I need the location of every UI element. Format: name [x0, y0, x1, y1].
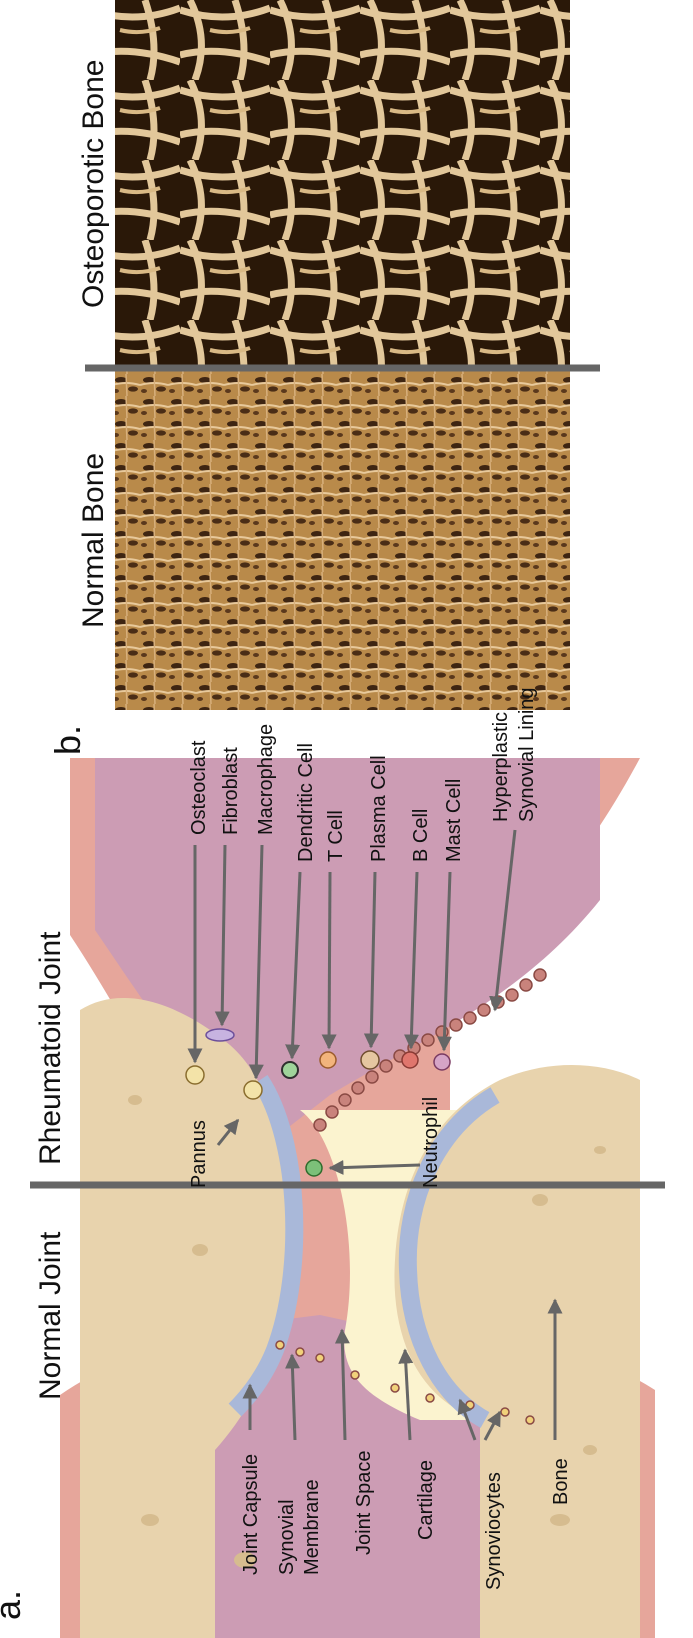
fibroblast-label: Fibroblast [220, 747, 242, 835]
t-cell-label: T Cell [325, 810, 347, 862]
osteoclast-cell [186, 1066, 204, 1084]
panel-b: b. Normal Bone Osteoporotic Bone [47, 0, 600, 755]
b-cell [402, 1052, 418, 1068]
synovial-membrane-label-line2: Membrane [301, 1479, 323, 1575]
osteoporotic-bone-label: Osteoporotic Bone [77, 60, 110, 308]
fibroblast-cell [206, 1029, 234, 1041]
osteoporotic-bone-photo [115, 0, 570, 368]
mast-cell [434, 1054, 450, 1070]
panel-b-letter: b. [47, 725, 88, 755]
macrophage-label: Macrophage [255, 724, 277, 835]
rheumatoid-joint-label: Rheumatoid Joint [34, 931, 67, 1165]
dendritic-cell [282, 1062, 298, 1078]
synovial-membrane-label-line1: Synovial [276, 1499, 298, 1575]
joint-space-label: Joint Space [353, 1450, 375, 1555]
bone-label: Bone [550, 1458, 572, 1505]
plasma-cell-label: Plasma Cell [368, 755, 390, 862]
neutrophil-label: Neutrophil [420, 1097, 442, 1188]
macrophage-cell [244, 1081, 262, 1099]
cartilage-label: Cartilage [415, 1460, 437, 1540]
b-cell-label: B Cell [410, 809, 432, 862]
dendritic-cell-label: Dendritic Cell [295, 743, 317, 862]
neutrophil-cell [306, 1160, 322, 1176]
normal-joint-label: Normal Joint [34, 1231, 67, 1400]
t-cell [320, 1052, 336, 1068]
osteoclast-label: Osteoclast [188, 740, 210, 835]
panel-a-letter: a. [0, 1590, 28, 1620]
normal-bone-label: Normal Bone [77, 453, 110, 628]
plasma-cell [361, 1051, 379, 1069]
joint-capsule-label: Joint Capsule [240, 1454, 262, 1575]
panel-a: a. Normal Joint Rheumatoid Joint Osteocl… [0, 687, 665, 1638]
hyperplastic-label-line1: Hyperplastic [490, 712, 512, 822]
hyperplastic-label-line2: Synovial Lining [516, 687, 538, 822]
synoviocytes-label: Synoviocytes [483, 1472, 505, 1590]
pannus-label: Pannus [188, 1120, 210, 1188]
normal-bone-photo [115, 345, 570, 710]
mast-cell-label: Mast Cell [443, 779, 465, 862]
